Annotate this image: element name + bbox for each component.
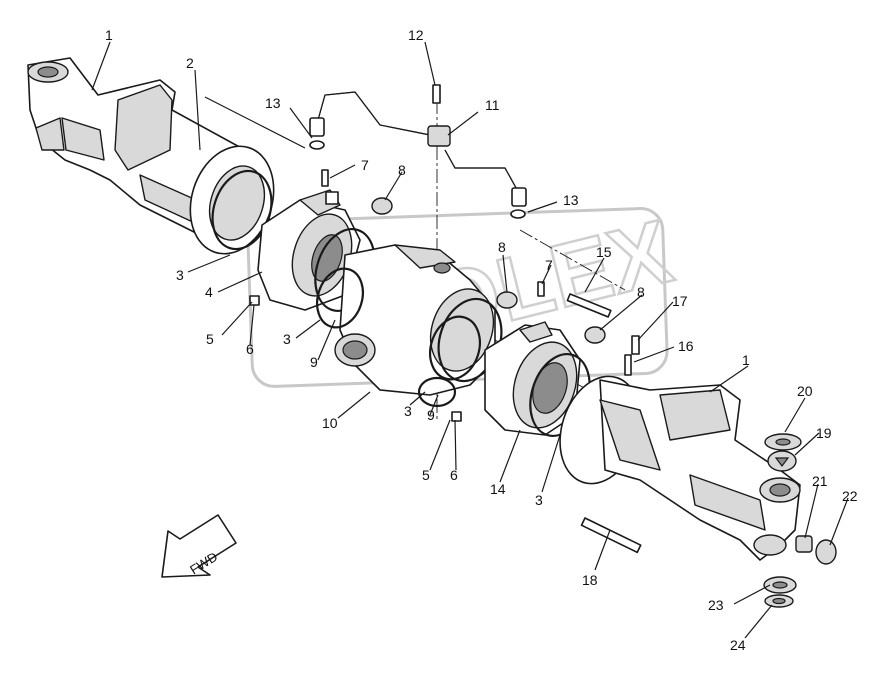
callout-7-mid: 7	[545, 257, 553, 273]
callout-8-top: 8	[398, 162, 406, 178]
differential-housing	[316, 244, 503, 396]
callout-6-right: 6	[450, 467, 458, 483]
callout-7-top: 7	[361, 157, 369, 173]
small-parts	[249, 84, 837, 608]
right-planetary-carrier	[484, 321, 591, 437]
callout-16: 16	[678, 338, 694, 354]
callout-13-left: 13	[265, 95, 281, 111]
callout-10: 10	[322, 415, 338, 431]
callout-8-right: 8	[637, 284, 645, 300]
callout-11: 11	[485, 97, 500, 113]
callout-14: 14	[490, 481, 506, 497]
callout-3-center: 3	[404, 403, 412, 419]
callout-15: 15	[596, 244, 612, 260]
callout-9-left: 9	[310, 354, 318, 370]
callout-5-left: 5	[206, 331, 214, 347]
callout-5-right: 5	[422, 467, 430, 483]
callout-9-center: 9	[427, 407, 435, 423]
callout-12: 12	[408, 27, 424, 43]
left-flange	[189, 145, 275, 255]
callout-18: 18	[582, 572, 598, 588]
callout-13-right: 13	[563, 192, 579, 208]
callout-3-right: 3	[535, 492, 543, 508]
callout-3-left: 3	[176, 267, 184, 283]
callout-17: 17	[672, 293, 688, 309]
callout-24: 24	[730, 637, 746, 653]
callout-20: 20	[797, 383, 813, 399]
callout-19: 19	[816, 425, 832, 441]
callout-21: 21	[812, 473, 828, 489]
callout-4: 4	[205, 284, 213, 300]
right-axle-housing	[559, 375, 801, 561]
callout-numbers: 1 2 13 12 11 7 8 13 3 4 5 6 3 9 8 7 15 8…	[105, 27, 858, 653]
leader-lines	[91, 41, 849, 639]
callout-1-left: 1	[105, 27, 113, 43]
callout-6-left: 6	[246, 341, 254, 357]
callout-23: 23	[708, 597, 724, 613]
callout-22: 22	[842, 488, 858, 504]
callout-8-mid: 8	[498, 239, 506, 255]
callout-2: 2	[186, 55, 194, 71]
callout-1-right: 1	[742, 352, 750, 368]
callout-3-center-left: 3	[283, 331, 291, 347]
oil-pipe-assembly	[309, 91, 527, 207]
fwd-arrow: FWD	[161, 514, 237, 578]
